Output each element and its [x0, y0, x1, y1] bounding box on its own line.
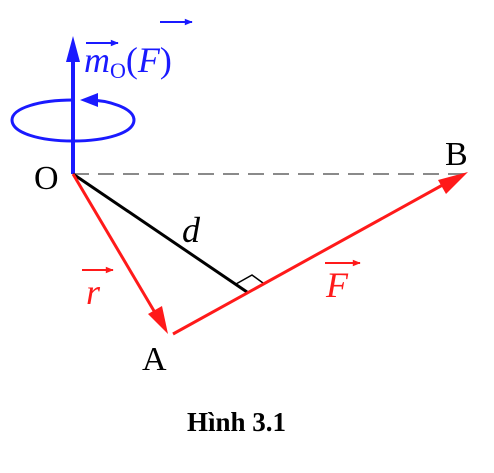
vector-r-line — [71, 173, 168, 334]
right-angle-marker — [235, 274, 264, 285]
label-vector-r-text: r — [86, 272, 101, 312]
distance-line-d — [72, 172, 248, 294]
label-distance-d: d — [182, 210, 201, 250]
label-moment-close: ) — [160, 40, 172, 80]
label-moment-subscript: O — [110, 58, 126, 83]
label-vector-f: F — [325, 259, 361, 305]
label-vector-r: r — [82, 266, 114, 312]
figure-caption: Hình 3.1 — [187, 407, 286, 437]
label-vector-f-text: F — [325, 265, 349, 305]
vector-f-line — [172, 172, 468, 336]
label-point-a: A — [142, 341, 167, 378]
label-moment: mO(F) — [84, 18, 193, 83]
label-moment-open: ( — [126, 40, 138, 80]
label-point-o: O — [34, 160, 59, 197]
svg-text:mO(F): mO(F) — [84, 40, 172, 83]
rotation-arrow-icon — [10, 93, 136, 143]
moment-vector — [66, 36, 80, 174]
label-moment-f: F — [137, 40, 161, 80]
label-moment-m: m — [84, 40, 110, 80]
label-point-b: B — [445, 136, 468, 173]
